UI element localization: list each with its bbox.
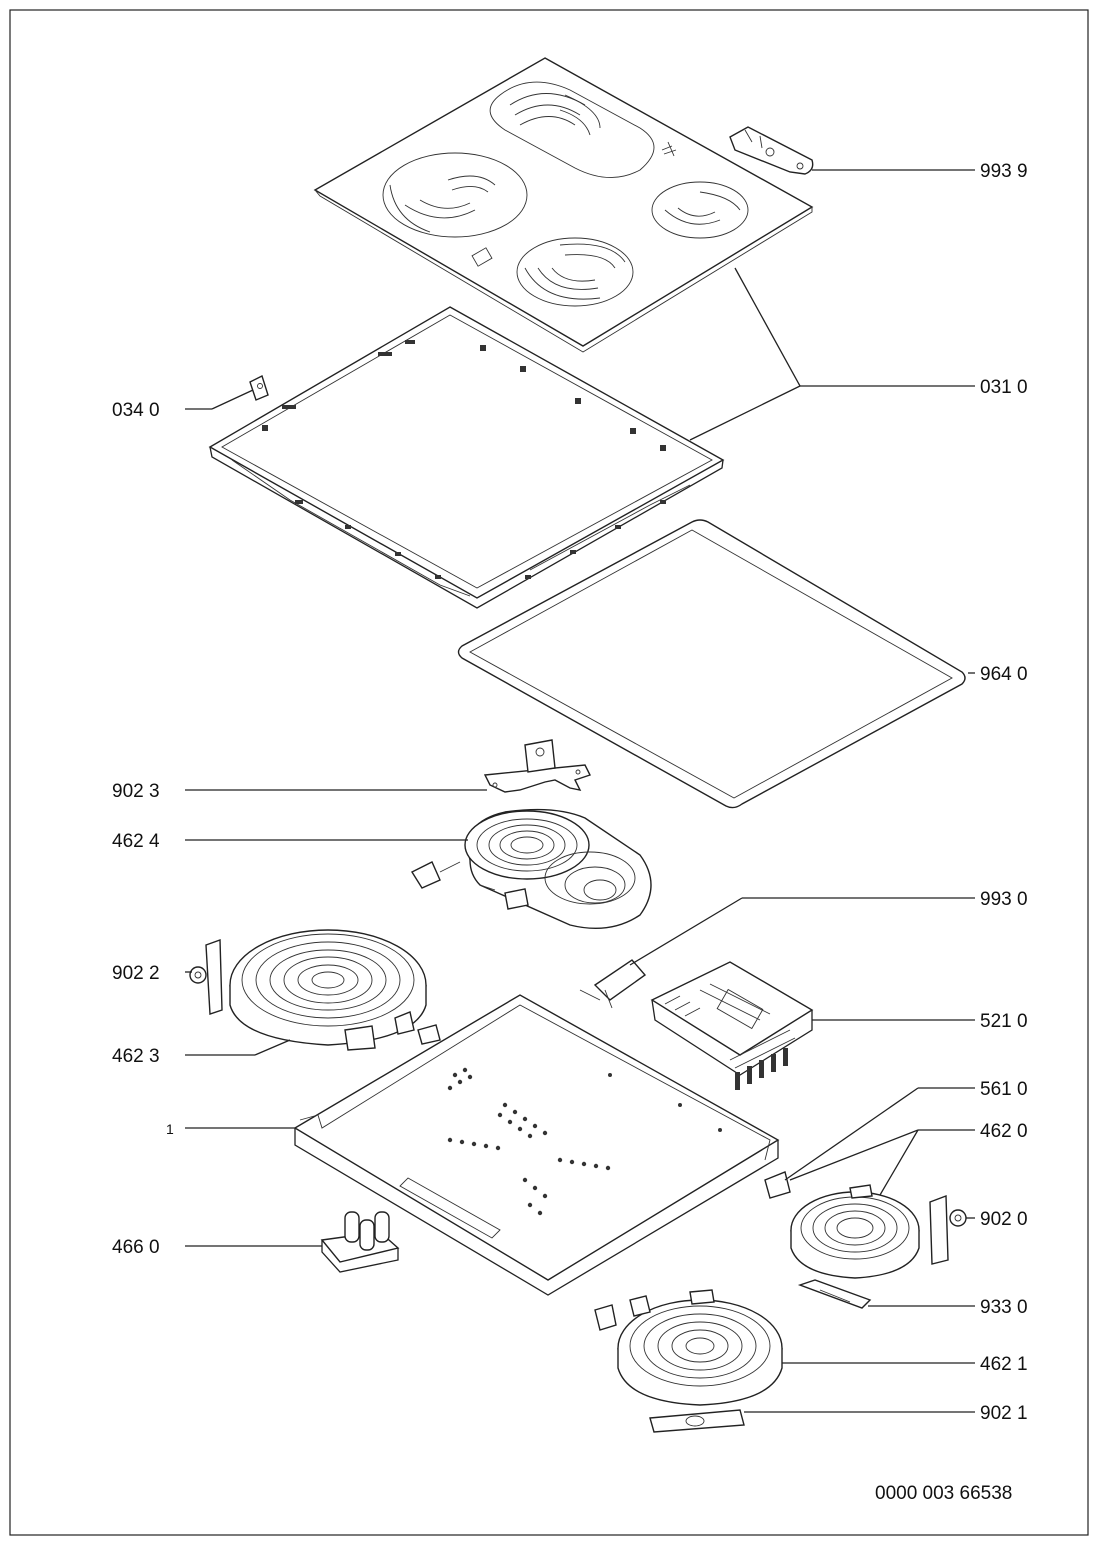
glass-cooktop	[313, 57, 814, 353]
part-labels: 993 9 031 0 034 0 964 0 902 3 462 4 993 …	[112, 161, 1028, 1504]
heater-462-4	[410, 808, 652, 930]
bracket-993-9	[729, 126, 814, 175]
label-466-0: 466 0	[112, 1237, 160, 1258]
heater-462-3	[229, 929, 441, 1051]
terminal-561-0	[764, 1171, 801, 1199]
bottom-tray	[293, 994, 780, 1296]
bracket-902-1	[649, 1409, 745, 1433]
cooktop-frame	[208, 306, 725, 609]
drawing-frame	[9, 9, 1089, 1536]
gasket	[457, 519, 966, 809]
label-1: 1	[166, 1121, 174, 1137]
bracket-993-0	[579, 959, 647, 1009]
label-561-0: 561 0	[980, 1079, 1028, 1100]
bracket-902-2	[189, 939, 223, 1015]
label-034-0: 034 0	[112, 400, 160, 421]
label-933-0: 933 0	[980, 1297, 1028, 1318]
label-031-0: 031 0	[980, 377, 1028, 398]
label-462-4: 462 4	[112, 831, 160, 852]
leader-lines	[185, 169, 975, 1413]
clip-034-0	[249, 375, 269, 401]
bracket-902-0	[929, 1195, 967, 1265]
label-902-2: 902 2	[112, 963, 160, 984]
label-993-9: 993 9	[980, 161, 1028, 182]
heater-462-1	[617, 1289, 783, 1406]
heater-462-0	[790, 1184, 920, 1279]
connector-466-0	[320, 1211, 400, 1273]
control-box-521-0	[650, 961, 814, 1090]
label-521-0: 521 0	[980, 1011, 1028, 1032]
bracket-902-3	[483, 739, 591, 793]
bracket-933-0	[797, 1279, 872, 1309]
label-462-1: 462 1	[980, 1354, 1028, 1375]
label-902-3: 902 3	[112, 781, 160, 802]
label-462-0: 462 0	[980, 1121, 1028, 1142]
label-993-0: 993 0	[980, 889, 1028, 910]
label-902-0: 902 0	[980, 1209, 1028, 1230]
label-964-0: 964 0	[980, 664, 1028, 685]
label-462-3: 462 3	[112, 1046, 160, 1067]
drawing-number: 0000 003 66538	[875, 1483, 1012, 1504]
label-902-1: 902 1	[980, 1403, 1028, 1424]
terminal-bottom	[594, 1304, 617, 1331]
